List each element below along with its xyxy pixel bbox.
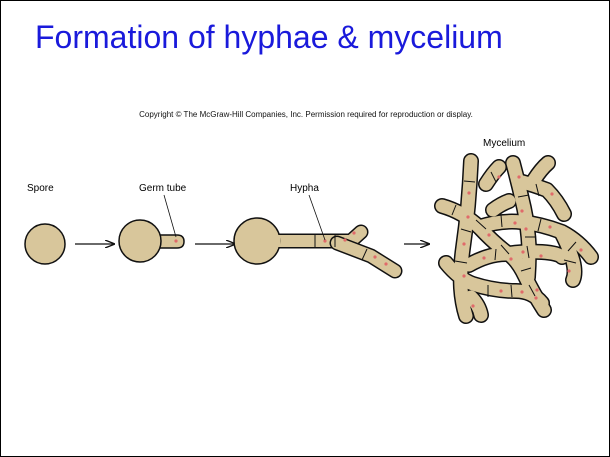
- nucleus: [548, 225, 551, 228]
- nucleus: [520, 209, 523, 212]
- mycelium-hypha: [493, 201, 509, 210]
- nucleus: [497, 175, 500, 178]
- nucleus: [534, 296, 537, 299]
- nucleus: [467, 191, 470, 194]
- nucleus: [174, 239, 177, 242]
- germ-tube-pointer: [164, 195, 176, 237]
- nucleus: [520, 290, 523, 293]
- hypha-pointer: [309, 195, 325, 240]
- mycelium-label: Mycelium: [483, 138, 525, 149]
- nucleus: [550, 192, 553, 195]
- nucleus: [535, 288, 538, 291]
- nucleus: [352, 231, 355, 234]
- nucleus: [471, 304, 474, 307]
- nucleus: [482, 256, 485, 259]
- nucleus: [524, 227, 527, 230]
- mycelium-network: [442, 161, 591, 316]
- nucleus: [513, 221, 516, 224]
- nucleus: [517, 175, 520, 178]
- spore-stage: [25, 224, 65, 264]
- hypha-label: Hypha: [290, 183, 319, 194]
- nucleus: [487, 233, 490, 236]
- nucleus: [539, 254, 542, 257]
- nucleus: [567, 269, 570, 272]
- nucleus: [384, 262, 387, 265]
- spore-cell: [25, 224, 65, 264]
- nucleus: [343, 238, 346, 241]
- nucleus: [579, 248, 582, 251]
- nucleus: [462, 242, 465, 245]
- nucleus: [521, 250, 524, 253]
- nucleus: [466, 215, 469, 218]
- hypha-stage: [234, 218, 395, 271]
- spore-label: Spore: [27, 183, 54, 194]
- hypha-spore: [234, 218, 280, 264]
- nucleus: [509, 257, 512, 260]
- nucleus: [373, 255, 376, 258]
- nucleus: [462, 274, 465, 277]
- germ-tube-stage: [119, 220, 184, 262]
- nucleus: [499, 289, 502, 292]
- germ-tube-label: Germ tube: [139, 183, 187, 194]
